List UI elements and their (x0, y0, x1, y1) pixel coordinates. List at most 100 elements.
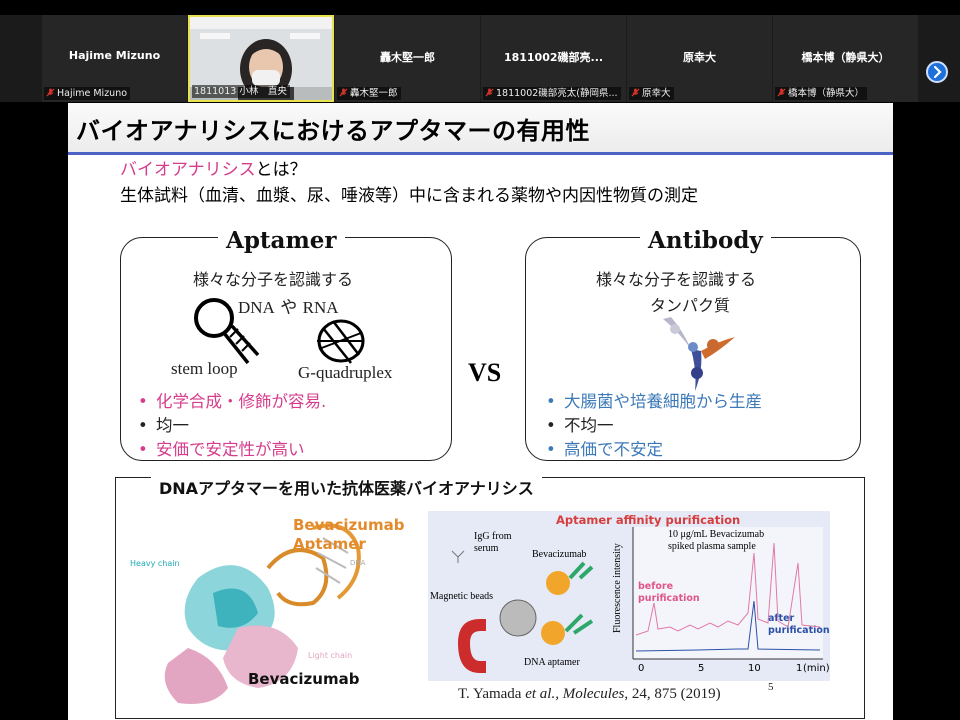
rna-label: RNA (302, 298, 339, 317)
participant-tile[interactable]: 1811002磯部亮... 1811002磯部亮太(静岡県... (481, 15, 626, 102)
bullet-dot: • (546, 392, 556, 411)
participant-tile[interactable]: 原幸大 原幸大 (627, 15, 772, 102)
participant-tag: 原幸大 (629, 87, 674, 100)
antibody-bullets: • 大腸菌や培養細胞から生産 • 不均一 • 高価で不安定 (546, 390, 762, 462)
bullet-dot: • (138, 416, 148, 435)
citation-author: T. Yamada (458, 686, 526, 702)
antibody-y-icon (568, 561, 594, 580)
bev-aptamer-label-1: Bevacizumab (293, 516, 405, 534)
list-item: • 大腸菌や培養細胞から生産 (546, 390, 762, 414)
participant-tile[interactable]: Hajime Mizuno Hajime Mizuno (42, 15, 187, 102)
magnet-icon (458, 619, 486, 673)
antibody-line2: タンパク質 (650, 296, 731, 315)
or-label: や (274, 298, 303, 318)
bullet-text: 化学合成・修飾が容易. (156, 392, 327, 411)
title-underline (68, 152, 893, 155)
g-quadruplex-label: G-quadruplex (298, 363, 393, 382)
participant-name: 橋本博（静県大） (801, 51, 890, 64)
chart-title: Aptamer affinity purification (556, 513, 741, 527)
complex-structure-image: Heavy chain Light chain DNA (130, 523, 366, 704)
serum-label: serum (474, 543, 499, 554)
bullet-text: 大腸菌や培養細胞から生産 (564, 392, 762, 411)
muted-mic-icon (631, 88, 640, 97)
bullet-dot: • (546, 416, 556, 435)
before-label-1: before (638, 581, 673, 592)
dna-label: DNA (238, 298, 275, 317)
muted-mic-icon (485, 88, 494, 97)
participant-tile[interactable]: 橋本博（静県大） 橋本博（静県大） (773, 15, 918, 102)
bullet-text: 安価で安定性が高い (156, 440, 305, 459)
heavy-chain-label: Heavy chain (130, 559, 180, 568)
participant-tag: 橋本博（静県大） (775, 87, 868, 100)
page-number: 5 (768, 681, 774, 693)
aptamer-loop-icon (546, 571, 570, 595)
chevron-right-icon (933, 65, 942, 79)
after-label-1: after (768, 613, 795, 624)
citation-rest: , 24, 875 (2019) (624, 686, 721, 702)
sample-label-2: spiked plasma sample (668, 541, 756, 552)
bullet-text: 不均一 (564, 416, 614, 435)
x-tick-label: 5 (698, 663, 704, 674)
participant-name: 1811002磯部亮... (503, 51, 604, 64)
bev-aptamer-label-2: Aptamer (293, 535, 366, 553)
citation: T. Yamada et al., Molecules, 24, 875 (20… (458, 686, 721, 703)
muted-mic-icon (339, 88, 348, 97)
muted-mic-icon (46, 88, 55, 97)
definition-term: バイオアナリシス (120, 160, 256, 180)
participant-tag-label: Hajime Mizuno (57, 88, 128, 99)
x-unit-label: (min) (803, 663, 830, 674)
antibody-heading: Antibody (640, 227, 771, 254)
aptamer-line1: 様々な分子を認識する (193, 270, 354, 289)
participant-tag: 轟木堅一郎 (337, 87, 401, 100)
purification-schematic: IgG from serum Bevacizumab Magnetic bead… (430, 531, 594, 673)
participant-tag-label: 轟木堅一郎 (350, 88, 398, 99)
participant-tag: 1811002磯部亮太(静岡県... (483, 87, 621, 100)
before-label-2: purification (638, 593, 700, 604)
x-tick-label: 0 (638, 663, 644, 674)
chromatogram-chart: Fluorescence intensity 10 μg/mL Bevacizu… (612, 527, 830, 674)
participant-tag: 1811013 小林 直央 (192, 85, 290, 98)
participant-name: 轟木堅一郎 (380, 51, 435, 64)
dna-aptamer-label: DNA aptamer (524, 657, 580, 668)
x-tick-label: 10 (748, 663, 761, 674)
list-item: • 高価で不安定 (546, 438, 762, 462)
lower-section-title: DNAアプタマーを用いた抗体医薬バイオアナリシス (151, 475, 542, 499)
definition-body: 生体試料（血清、血漿、尿、唾液等）中に含まれる薬物や内因性物質の測定 (120, 186, 698, 206)
light-chain-label: Light chain (308, 651, 352, 660)
magnetic-beads-label: Magnetic beads (430, 591, 493, 602)
definition-question: バイオアナリシスとは？ (120, 155, 307, 180)
x-tick-label: 1 (796, 663, 802, 674)
list-item: •安価で安定性が高い (138, 438, 326, 462)
stem-loop-icon (194, 298, 260, 365)
bullet-text: 高価で不安定 (564, 440, 663, 459)
bullet-dot: • (138, 392, 148, 411)
next-participants-button[interactable] (926, 61, 948, 83)
participant-tag-label: 1811013 小林 直央 (194, 86, 287, 97)
aptamer-line2: DNA や RNA (238, 293, 339, 318)
slide-title: バイオアナリシスにおけるアプタマーの有用性 (76, 117, 591, 145)
magnetic-bead-icon (499, 599, 537, 637)
definition-suffix: とは？ (255, 160, 307, 180)
participant-tag: Hajime Mizuno (44, 87, 131, 100)
participant-name: 原幸大 (683, 51, 716, 64)
title-background (68, 103, 893, 152)
participant-strip: Hajime Mizuno Hajime Mizuno 1811013 小林 直… (0, 15, 960, 102)
participant-tag-label: 橋本博（静県大） (788, 88, 865, 99)
list-item: • 化学合成・修飾が容易. (138, 390, 326, 414)
igg-label: IgG from (474, 531, 512, 542)
stem-loop-label: stem loop (171, 359, 238, 378)
participant-name: Hajime Mizuno (68, 49, 161, 62)
igg-icon (451, 550, 465, 563)
after-label-2: purification (768, 625, 830, 636)
plot-area (633, 527, 823, 659)
participant-tag-label: 原幸大 (642, 88, 671, 99)
antibody-line1: 様々な分子を認識する (596, 270, 757, 289)
participant-tile-active-video[interactable]: 1811013 小林 直央 (188, 15, 334, 102)
vs-label: VS (468, 358, 502, 387)
dna-small-label: DNA (350, 559, 366, 567)
bullet-dot: • (546, 440, 556, 459)
citation-journal: et al., Molecules (525, 686, 625, 702)
sample-label-1: 10 μg/mL Bevacizumab (668, 529, 764, 540)
participant-tile[interactable]: 轟木堅一郎 轟木堅一郎 (335, 15, 480, 102)
list-item: • 不均一 (546, 414, 762, 438)
